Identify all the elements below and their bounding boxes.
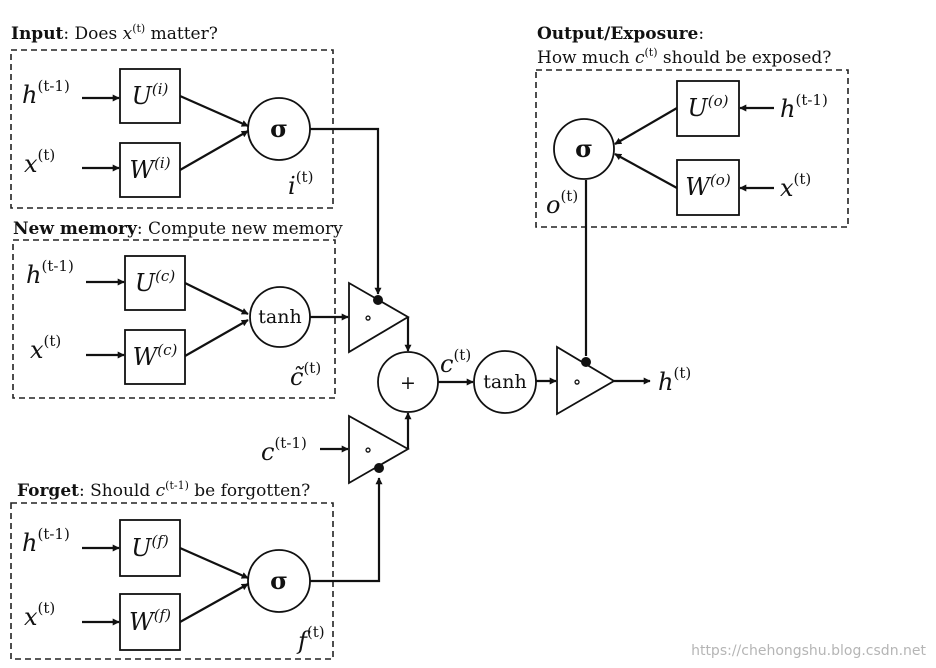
- new-memory-output-label: c̃(t): [290, 359, 321, 391]
- input-gate-u-to-sigma-arrow: [179, 94, 249, 128]
- forget-gate-h-prev-label: h(t-1): [22, 525, 70, 557]
- new-memory-title: New memory: Compute new memory: [13, 219, 343, 239]
- output-gate-u-weight-label: U(o): [688, 92, 729, 122]
- input-gate-u-weight-label: U(i): [132, 80, 169, 110]
- forget-multiplier-symbol: ∘: [363, 439, 372, 461]
- new-memory-u-weight-label: U(c): [135, 267, 175, 297]
- output-gate-w-weight-label: W(o): [685, 171, 731, 201]
- input-gate-output-label: i(t): [288, 168, 313, 200]
- output-gate: Output/Exposure: How much c(t) should be…: [535, 24, 849, 228]
- new-memory-x-label: x(t): [30, 332, 61, 364]
- forget-gate-title: Forget: Should c(t-1) be forgotten?: [17, 479, 310, 501]
- new-memory-w-weight-label: W(c): [133, 341, 178, 371]
- output-gate-sigma-node: [553, 118, 615, 180]
- forget-gate-sigma-symbol: σ: [270, 566, 288, 595]
- cell-flow: ∘ ∘ c(t-1) + c(t) tanh ∘ h(t): [261, 127, 691, 583]
- output-multiplier-symbol: ∘: [572, 371, 581, 393]
- input-gate-u-weight-box: [119, 68, 181, 124]
- forget-gate-output-label: f(t): [296, 623, 325, 655]
- forget-gate-w-weight-label: W(f): [129, 606, 171, 636]
- input-gate-title: Input: Does x(t) matter?: [11, 22, 218, 44]
- forget-gate-w-to-sigma-arrow: [179, 583, 249, 623]
- new-memory-w-weight-box: [124, 329, 186, 385]
- input-gate-to-multiplier-wire: [310, 127, 382, 295]
- forget-gate: Forget: Should c(t-1) be forgotten? h(t-…: [10, 479, 334, 660]
- cell-sum-symbol: +: [400, 372, 416, 394]
- forget-multiplier-junction: [374, 463, 384, 473]
- forget-gate-w-weight-box: [119, 593, 181, 651]
- input-gate-x-label: x(t): [24, 146, 55, 178]
- input-gate-sigma-symbol: σ: [270, 114, 288, 143]
- forget-gate-u-weight-label: U(f): [131, 532, 169, 562]
- input-multiplier-symbol: ∘: [363, 307, 372, 329]
- output-multiplier-junction: [581, 357, 591, 367]
- cell-tanh-label: tanh: [483, 371, 526, 393]
- output-gate-output-label: o(t): [546, 187, 578, 219]
- output-gate-box: [535, 69, 849, 228]
- new-memory-tanh-label: tanh: [258, 306, 301, 328]
- new-memory-h-prev-label: h(t-1): [26, 257, 74, 289]
- output-gate-x-label: x(t): [780, 170, 811, 202]
- new-memory-u-weight-box: [124, 255, 186, 311]
- input-gate: Input: Does x(t) matter? h(t-1) x(t) U(i…: [10, 22, 334, 209]
- new-memory-box: [12, 239, 336, 399]
- input-gate-w-weight-label: W(i): [129, 154, 170, 184]
- forget-gate-u-to-sigma-arrow: [179, 546, 249, 580]
- input-gate-h-prev-label: h(t-1): [22, 77, 70, 109]
- output-gate-w-weight-box: [676, 159, 740, 216]
- new-memory-w-to-tanh-arrow: [184, 319, 249, 357]
- output-gate-w-to-sigma-arrow: [614, 153, 678, 189]
- forget-gate-to-multiplier-wire: [310, 477, 383, 583]
- new-memory-u-to-tanh-arrow: [184, 282, 249, 315]
- hidden-state-label: h(t): [658, 364, 691, 396]
- output-gate-sigma-symbol: σ: [575, 134, 593, 163]
- input-multiplier-junction: [373, 295, 383, 305]
- input-gate-w-to-sigma-arrow: [179, 130, 249, 171]
- output-gate-h-prev-label: h(t-1): [780, 91, 828, 123]
- cell-state-label: c(t): [440, 346, 471, 378]
- output-gate-u-to-sigma-arrow: [614, 107, 678, 145]
- watermark-text: https://chehongshu.blog.csdn.net: [691, 643, 926, 659]
- forget-gate-x-label: x(t): [24, 599, 55, 631]
- new-memory-gate: New memory: Compute new memory h(t-1) x(…: [12, 219, 343, 399]
- previous-cell-label: c(t-1): [261, 434, 307, 466]
- output-gate-title: Output/Exposure:: [537, 24, 704, 44]
- output-gate-subtitle: How much c(t) should be exposed?: [537, 46, 831, 68]
- input-gate-w-weight-box: [119, 142, 181, 198]
